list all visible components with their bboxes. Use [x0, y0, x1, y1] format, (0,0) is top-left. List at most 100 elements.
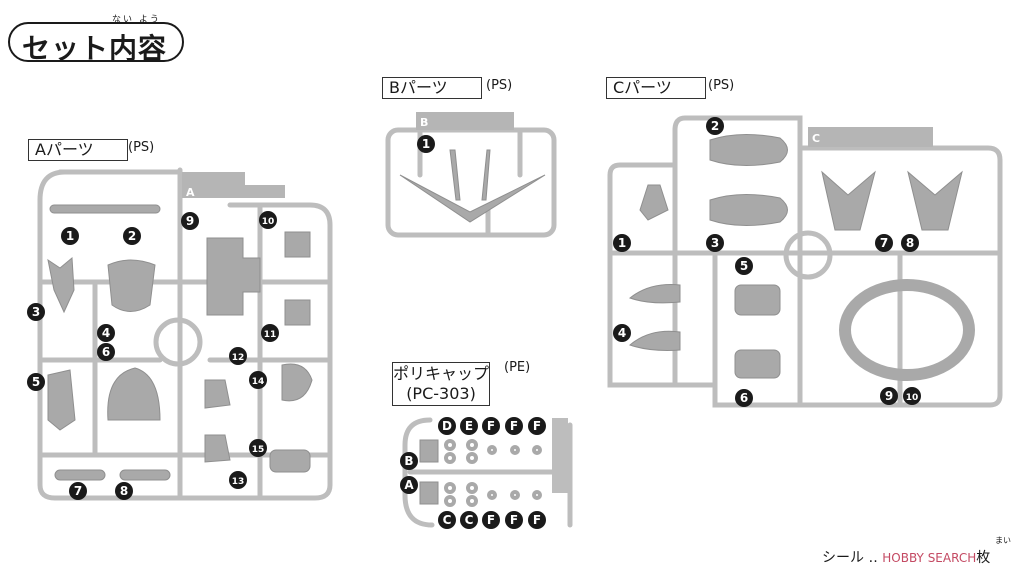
part-a3: [47, 256, 75, 314]
number-badge: [735, 389, 753, 407]
part-c5: [734, 284, 781, 316]
number-badge: [460, 511, 478, 529]
number-badge-label: 3: [711, 236, 719, 250]
number-badge: [735, 257, 753, 275]
part-a12-hand: [204, 379, 231, 409]
polycap-label: ポリキャップ (PC-303): [392, 362, 490, 406]
number-badge: [482, 511, 500, 529]
part-a8: [119, 469, 171, 481]
number-badge: [613, 234, 631, 252]
sticker-note: シール ‥ HOBBY SEARCH枚: [822, 547, 990, 567]
part-c8: [907, 170, 963, 231]
number-badge-label: 15: [252, 445, 265, 455]
section-title: セット内容: [22, 32, 168, 65]
number-badge: [880, 387, 898, 405]
polycap-a: [419, 481, 439, 505]
number-badge: [97, 324, 115, 342]
number-badge: [875, 234, 893, 252]
part-a13-hand: [204, 434, 231, 463]
part-c2: [709, 133, 788, 167]
part-c6: [734, 349, 781, 379]
number-badge-label: 12: [232, 353, 245, 363]
number-badge: [181, 212, 199, 230]
polycap-material: (PE): [504, 360, 531, 375]
sticker-label: シール: [822, 550, 864, 566]
number-badge-label: F: [487, 419, 495, 433]
part-a6: [107, 367, 161, 421]
runner-c-ring: [783, 230, 833, 280]
number-badge-label: 6: [740, 391, 748, 405]
number-badge: [613, 324, 631, 342]
number-badge-label: F: [510, 419, 518, 433]
number-badge-label: 6: [102, 345, 110, 359]
number-badge-label: 7: [880, 236, 888, 250]
number-badge: [27, 303, 45, 321]
number-badge-label: F: [533, 513, 541, 527]
number-badge: [400, 476, 418, 494]
number-badge: [115, 482, 133, 500]
number-badge-label: 5: [740, 259, 748, 273]
number-badge: [229, 471, 247, 489]
number-badge: [27, 373, 45, 391]
polycap-rings: [444, 439, 542, 507]
part-a5: [47, 369, 76, 431]
runner-b-material: (PS): [486, 78, 513, 93]
number-badge: [482, 417, 500, 435]
part-c4a: [628, 284, 681, 304]
part-a10: [284, 231, 311, 258]
number-badge: [69, 482, 87, 500]
number-badge-label: 11: [264, 330, 277, 340]
number-badge-label: 13: [232, 477, 245, 487]
part-a7: [54, 469, 106, 481]
number-badge-label: B: [404, 454, 413, 468]
number-badge-label: E: [465, 419, 473, 433]
number-badge-label: 8: [906, 236, 914, 250]
number-badge: [706, 117, 724, 135]
sticker-dots: ‥: [868, 550, 878, 566]
runner-c-tag: [808, 127, 933, 147]
section-title-frame: [8, 22, 184, 62]
number-badge: [460, 417, 478, 435]
number-badge-label: 1: [618, 236, 626, 250]
runner-c-label: Cパーツ: [606, 77, 706, 99]
number-badge-label: A: [404, 478, 414, 492]
polycap-tag: [552, 418, 568, 493]
number-badge: [249, 371, 267, 389]
number-badge-label: 4: [618, 326, 626, 340]
part-b1-inner: [449, 149, 491, 201]
part-b1: [399, 174, 546, 223]
number-badge-label: C: [465, 513, 474, 527]
number-badge: [261, 324, 279, 342]
number-badge-label: 14: [252, 377, 265, 387]
runner-a-ring: [153, 317, 203, 367]
part-a1-a2: [49, 204, 161, 214]
number-badge: [229, 347, 247, 365]
number-badge-label: F: [510, 513, 518, 527]
sticker-ruby: まい: [995, 536, 1011, 545]
number-badge-label: 10: [262, 217, 275, 227]
runner-a-tag-letter: A: [186, 186, 195, 199]
number-badge-label: 7: [74, 484, 82, 498]
watermark-logo: HOBBY SEARCH: [882, 551, 977, 565]
part-a14: [281, 363, 313, 402]
runner-b-tag: [416, 112, 514, 130]
part-a9: [206, 237, 261, 316]
runner-c-tag-letter: C: [812, 132, 820, 145]
number-badge-label: F: [487, 513, 495, 527]
number-badge-label: D: [442, 419, 452, 433]
part-c1: [639, 184, 669, 221]
part-a15: [269, 449, 311, 473]
number-badge-label: F: [533, 419, 541, 433]
number-badge-label: 3: [32, 305, 40, 319]
number-badge: [438, 417, 456, 435]
number-badge-label: 8: [120, 484, 128, 498]
number-badge-label: 1: [422, 137, 430, 151]
polycap-label-code: (PC-303): [406, 384, 476, 403]
number-badge-label: 9: [885, 389, 893, 403]
number-badge-label: 1: [66, 229, 74, 243]
section-title-ruby: ない よう: [112, 15, 161, 25]
number-badge: [528, 511, 546, 529]
number-badge: [438, 511, 456, 529]
number-badge: [505, 511, 523, 529]
